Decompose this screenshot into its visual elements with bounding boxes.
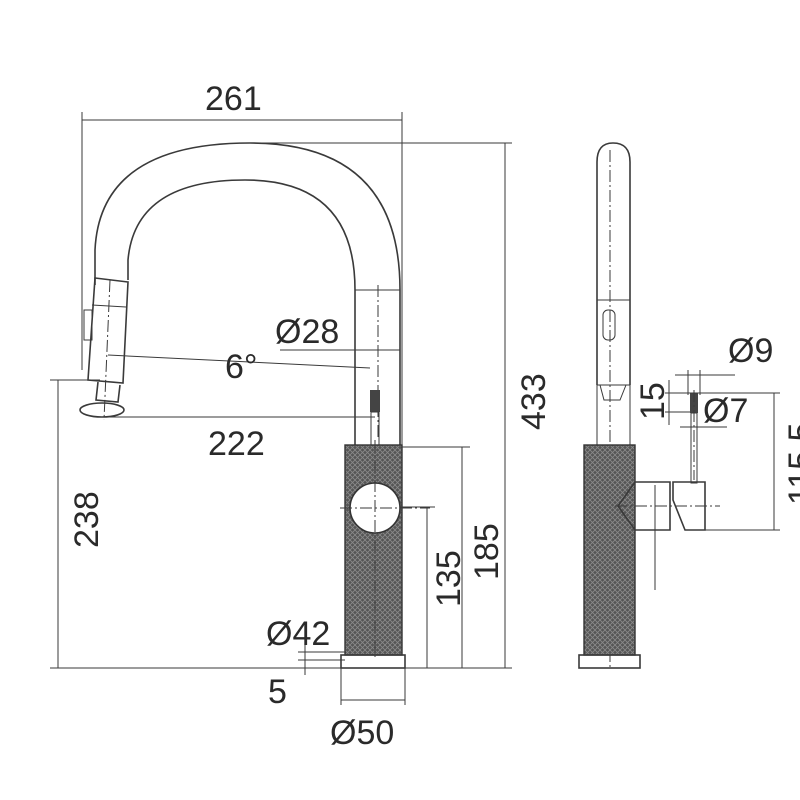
spray-head bbox=[79, 277, 129, 418]
side-spout bbox=[596, 142, 631, 385]
hose-fitting bbox=[370, 390, 380, 412]
side-body bbox=[583, 444, 636, 656]
dim-spout-diameter: Ø28 bbox=[275, 313, 339, 351]
dim-reach: 222 bbox=[208, 425, 265, 463]
dim-handle-height: 135 bbox=[430, 550, 468, 607]
dim-hose-fitting-length: 15 bbox=[634, 382, 672, 420]
body bbox=[344, 444, 403, 656]
dim-base-diameter: Ø50 bbox=[330, 714, 394, 752]
dim-hose-inner-diameter: Ø7 bbox=[703, 392, 748, 430]
dim-overall-width: 261 bbox=[205, 80, 262, 118]
dim-hose-outer-diameter: Ø9 bbox=[728, 332, 773, 370]
side-handle bbox=[617, 481, 671, 531]
dim-hose-height: 115.5 bbox=[782, 422, 800, 505]
dim-base-inner-diameter: Ø42 bbox=[266, 615, 330, 653]
dim-base-thickness: 5 bbox=[268, 673, 287, 711]
base-plate bbox=[340, 654, 406, 669]
dim-overall-height: 433 bbox=[515, 373, 553, 430]
dim-spout-angle: 6° bbox=[225, 348, 258, 386]
side-hose-fitting bbox=[690, 393, 698, 413]
dim-outlet-height: 238 bbox=[68, 491, 106, 548]
dim-body-height: 185 bbox=[468, 523, 506, 580]
side-view: Ø9 15 Ø7 115.5 bbox=[578, 142, 800, 670]
spout-inner bbox=[127, 179, 356, 445]
front-view: 261 433 6° Ø28 222 238 185 135 Ø42 5 Ø50 bbox=[50, 80, 553, 752]
